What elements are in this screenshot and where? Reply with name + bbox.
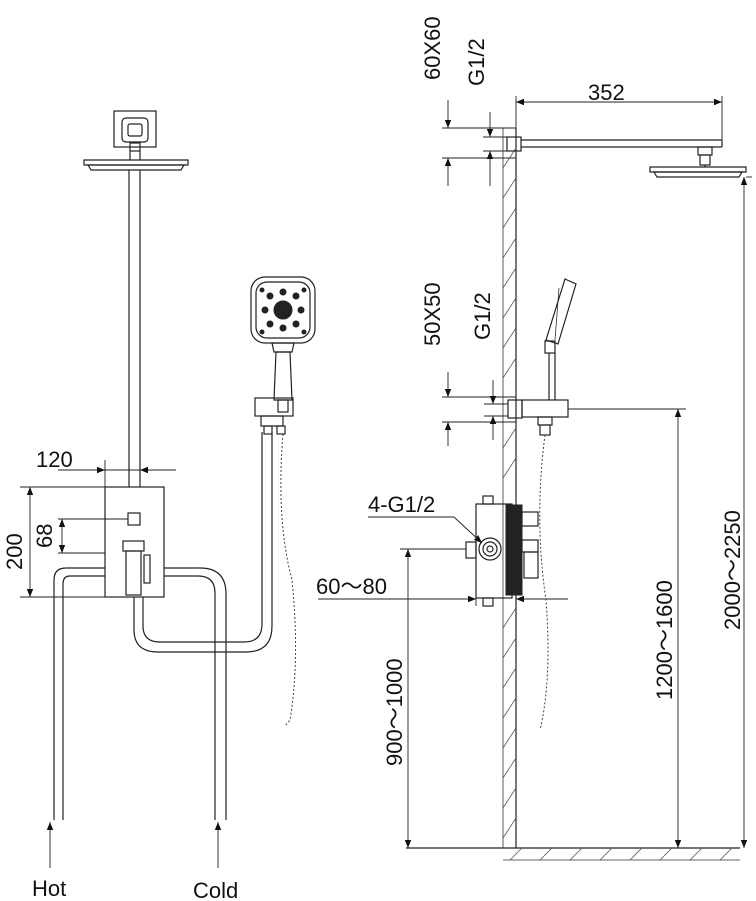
dim-1200-1600: 1200～1600 [568, 408, 686, 848]
vertical-riser-pipe [128, 170, 141, 487]
svg-text:G1/2: G1/2 [464, 38, 489, 86]
side-view: 60X60 G1/2 352 50X50 [316, 16, 752, 861]
svg-text:G1/2: G1/2 [470, 292, 495, 340]
mixer-valve-plate [104, 486, 165, 598]
dim-g12-mid: G1/2 [470, 292, 508, 440]
svg-text:352: 352 [588, 80, 625, 105]
hot-supply-pipe [53, 567, 105, 820]
cold-supply-pipe [164, 567, 227, 820]
svg-text:60X60: 60X60 [420, 16, 445, 80]
dim-120: 120 [36, 447, 176, 487]
svg-text:120: 120 [36, 447, 73, 472]
hot-arrow: Hot [32, 822, 66, 901]
shower-arm-side [506, 136, 723, 166]
rain-shower-head-side [649, 165, 747, 178]
wall [502, 128, 517, 848]
hand-shower-front [250, 276, 316, 413]
svg-text:1200～1600: 1200～1600 [652, 580, 677, 700]
valve-body-side [465, 495, 539, 607]
dim-352: 352 [515, 80, 723, 140]
floor-hatching [509, 847, 733, 861]
dim-2000-2250: 2000～2250 [720, 176, 752, 848]
svg-text:50X50: 50X50 [420, 282, 445, 346]
hot-label: Hot [32, 876, 66, 901]
hand-shower-nozzles [259, 287, 307, 335]
svg-text:2000～2250: 2000～2250 [720, 510, 745, 630]
svg-text:900～1000: 900～1000 [382, 658, 407, 766]
hand-shower-side [544, 278, 577, 400]
dim-g12-top: G1/2 [464, 38, 508, 186]
wall-elbow-side [507, 399, 569, 436]
svg-text:68: 68 [32, 524, 57, 548]
hand-shower-supply-pipe [133, 432, 273, 653]
cold-arrow: Cold [193, 822, 238, 901]
shower-hose [280, 433, 297, 727]
dim-4-g12: 4-G1/2 [368, 492, 483, 544]
svg-text:200: 200 [2, 533, 27, 570]
svg-text:60～80: 60～80 [316, 574, 387, 599]
dim-50x50: 50X50 [420, 282, 516, 446]
dim-60x60: 60X60 [420, 16, 516, 186]
front-view: 120 200 68 Hot Cold [2, 110, 316, 901]
wall-elbow-holder [254, 397, 294, 435]
side-hose [539, 434, 549, 731]
shower-arm-bracket [113, 110, 157, 152]
dim-900-1000: 900～1000 [382, 548, 466, 848]
dim-68: 68 [32, 518, 128, 554]
cold-label: Cold [193, 878, 238, 901]
svg-text:4-G1/2: 4-G1/2 [368, 492, 435, 517]
floor [406, 847, 740, 861]
wall-hatching [502, 147, 517, 839]
dim-200: 200 [2, 486, 105, 598]
rain-shower-head-front [83, 151, 189, 171]
dim-60-80: 60～80 [316, 574, 568, 606]
